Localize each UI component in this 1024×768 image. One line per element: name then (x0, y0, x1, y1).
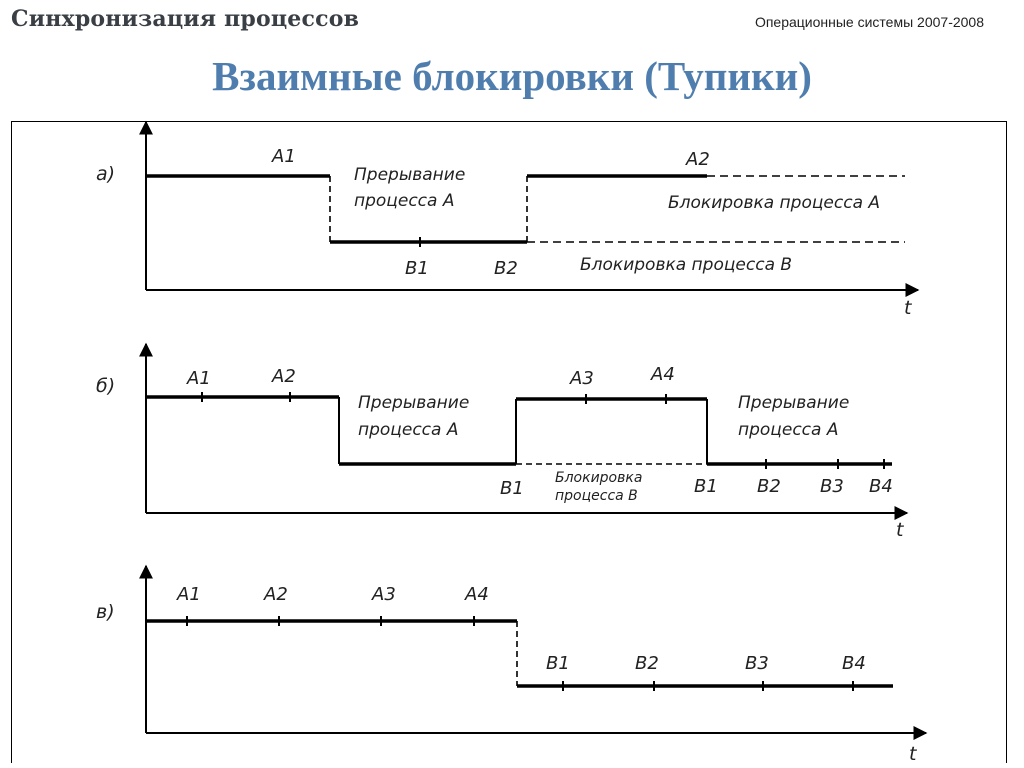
diagram-c: t в) A1 A2 A3 A4 B1 B2 B3 B4 (96, 564, 928, 765)
interrupt-label-line2: процесса А (354, 191, 454, 211)
diagram-c-axis-label: t (909, 743, 918, 765)
tick-label-a1: A1 (176, 584, 201, 605)
tick-label-a4: A4 (464, 584, 489, 605)
tick-label-b4: B4 (842, 653, 866, 674)
diagram-c-panel-label: в) (96, 601, 115, 623)
tick-label-a2: A2 (685, 149, 710, 170)
tick-label-a1: A1 (271, 146, 296, 167)
diagram-b-panel-label: б) (96, 375, 115, 397)
slide-title: Взаимные блокировки (Тупики) (212, 53, 812, 99)
interrupt-label-line1: Прерывание (358, 393, 469, 413)
diagram-b: t б) A1 A2 A3 A4 B1 B1 B2 B3 B4 Прерыван… (96, 342, 909, 541)
diagram-a: t а) A1 A2 B1 B2 Прерывание процесса А Б… (96, 120, 920, 319)
tick-label-b1: B1 (694, 476, 718, 497)
block-label-line1: Блокировка (555, 470, 642, 486)
tick-label-a3: A3 (569, 368, 594, 389)
interrupt-label-line2: процесса А (738, 420, 838, 440)
tick-label-a1: A1 (186, 368, 211, 389)
tick-label-a2: A2 (263, 584, 288, 605)
tick-label-a4: A4 (650, 364, 675, 385)
tick-label-b1: B1 (405, 258, 429, 279)
block-label-line2: процесса В (555, 488, 638, 504)
interrupt-label-line2: процесса А (358, 420, 458, 440)
block-b-label: Блокировка процесса В (580, 255, 792, 275)
tick-label-b4: B4 (869, 476, 893, 497)
tick-label-b3: B3 (745, 653, 769, 674)
content-frame (11, 121, 1007, 763)
diagram-a-panel-label: а) (96, 163, 115, 185)
course-name: Операционные системы 2007-2008 (754, 14, 984, 30)
diagram-b-axis-label: t (896, 519, 905, 541)
tick-label-a2: A2 (271, 366, 296, 387)
tick-label-b2: B2 (494, 258, 518, 279)
interrupt-label-line1: Прерывание (738, 393, 849, 413)
tick-label-b1: B1 (546, 653, 570, 674)
slide-topic: Синхронизация процессов (11, 6, 360, 32)
tick-label-a3: A3 (371, 584, 396, 605)
interrupt-label-line1: Прерывание (354, 165, 465, 185)
diagram-a-axis-label: t (904, 297, 913, 319)
tick-label-b2: B2 (757, 476, 781, 497)
tick-label-b1: B1 (500, 478, 524, 499)
tick-label-b2: B2 (635, 653, 659, 674)
block-a-label: Блокировка процесса А (668, 193, 880, 213)
tick-label-b3: B3 (820, 476, 844, 497)
